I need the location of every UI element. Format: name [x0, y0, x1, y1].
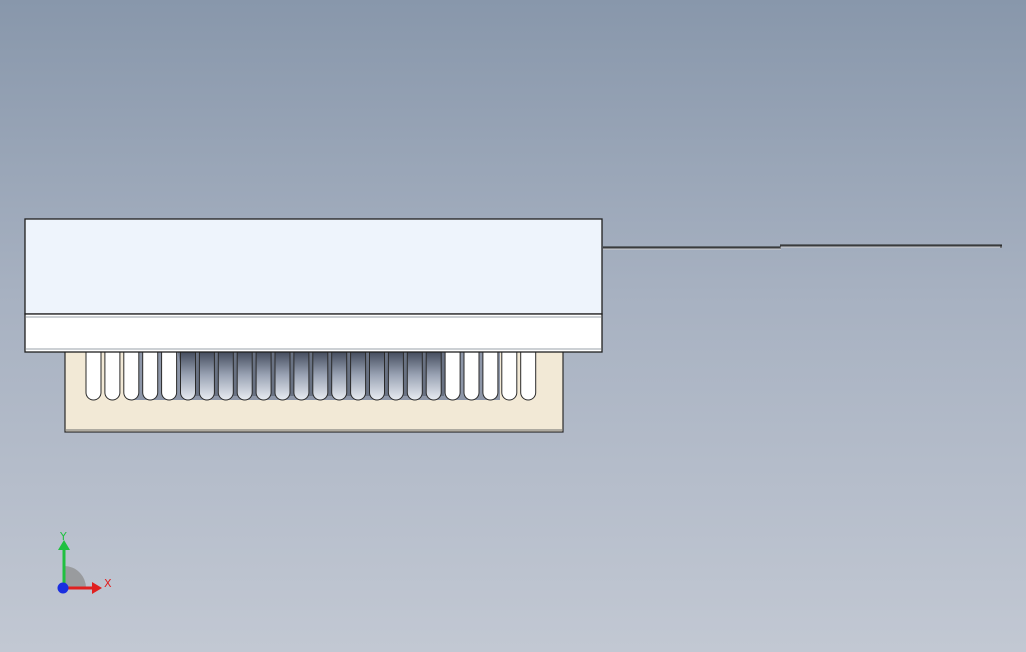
heatsink-fin	[104, 349, 121, 401]
heatsink-fin	[425, 349, 442, 401]
heatsink-fin	[217, 349, 234, 401]
heatsink-fin	[463, 349, 480, 401]
heatsink-fin	[123, 349, 140, 401]
top-body-flange[interactable]	[24, 313, 603, 353]
heatsink-fins	[85, 349, 537, 401]
x-axis-arrow	[92, 582, 102, 594]
heatsink-fin	[501, 349, 518, 401]
heatsink-fin	[312, 349, 329, 401]
y-axis-label: Y	[59, 530, 67, 543]
heatsink-fin	[255, 349, 272, 401]
heatsink-fin	[85, 349, 102, 401]
heatsink-fin	[406, 349, 423, 401]
triad-arc	[64, 566, 86, 588]
axis-triad: Y X	[57, 530, 112, 594]
heatsink-fin	[387, 349, 404, 401]
heatsink-fin	[180, 349, 196, 401]
heatsink-fin	[350, 349, 367, 401]
x-axis-label: X	[104, 577, 112, 590]
heatsink-fin	[520, 349, 537, 401]
y-axis-arrow	[58, 540, 70, 550]
heatsink-fin	[482, 349, 499, 401]
heatsink-fin	[369, 349, 385, 401]
z-axis-dot	[57, 582, 69, 594]
heatsink-fin	[236, 349, 253, 401]
heatsink-fin	[274, 349, 291, 401]
heatsink-fin	[293, 349, 310, 401]
cable[interactable]	[603, 244, 1002, 250]
top-body[interactable]	[24, 218, 603, 315]
heatsink-fin	[161, 349, 178, 401]
heatsink-fin	[142, 349, 159, 401]
heatsink-fin	[198, 349, 215, 401]
heatsink-fin	[331, 349, 348, 401]
heatsink-fin	[444, 349, 461, 401]
